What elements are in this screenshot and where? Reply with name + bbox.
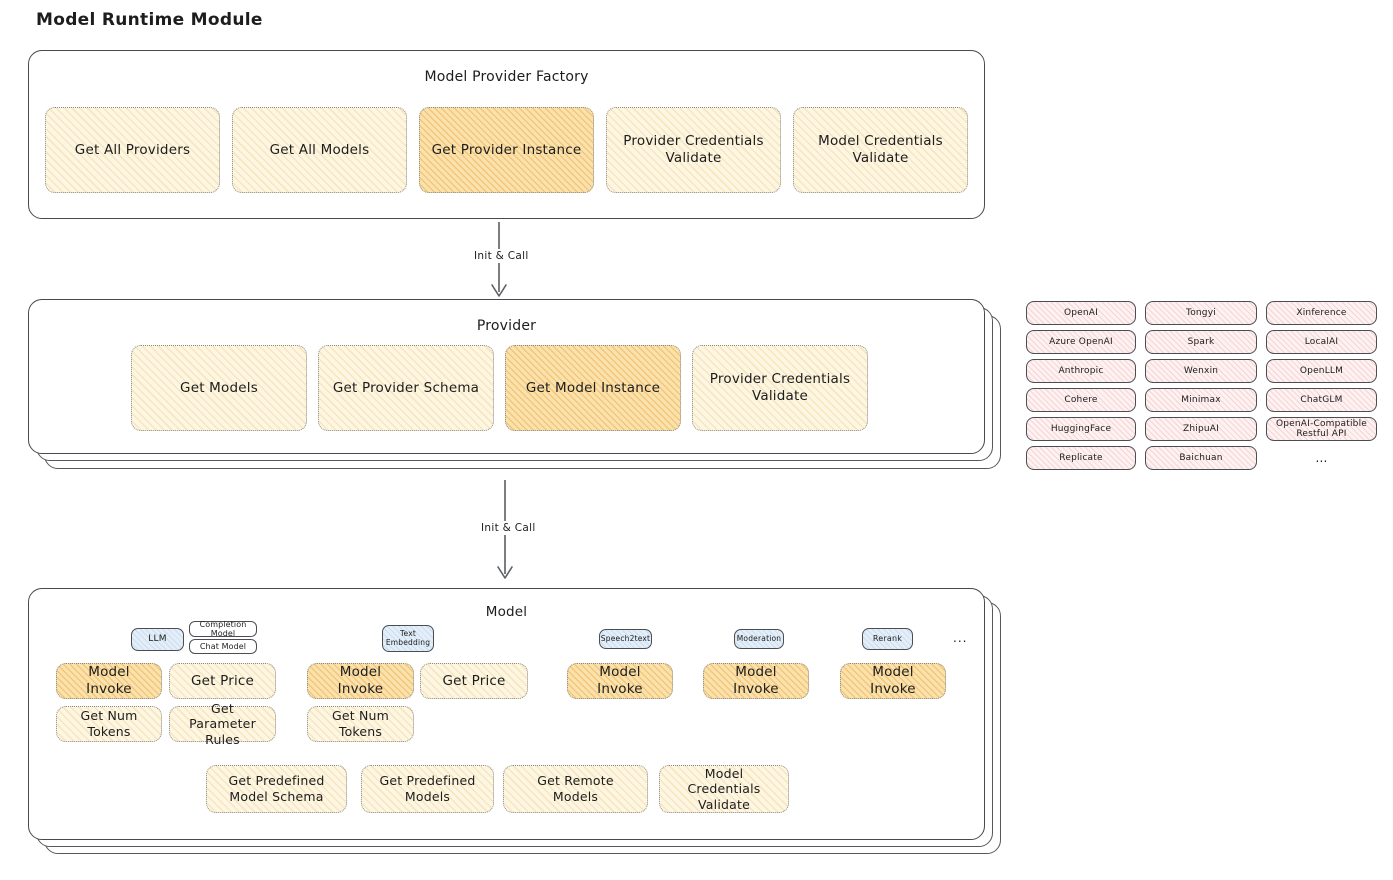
provider-chip-wenxin: Wenxin	[1145, 359, 1257, 383]
badge-completion-model: Completion Model	[189, 620, 257, 638]
badge-rerank: Rerank	[862, 628, 913, 650]
provider-chip-openai: OpenAI	[1026, 301, 1136, 325]
badge-text-embedding: Text Embedding	[382, 625, 434, 652]
node-get-all-models: Get All Models	[232, 107, 407, 193]
node-provider-credentials-validate-factory: Provider Credentials Validate	[606, 107, 781, 193]
model-badges-ellipsis: ...	[953, 631, 968, 645]
node-get-all-providers: Get All Providers	[45, 107, 220, 193]
provider-title: Provider	[476, 318, 537, 334]
provider-box: Provider Get Models Get Provider Schema …	[28, 299, 985, 454]
node-model-invoke-speech2text: Model Invoke	[567, 663, 673, 699]
provider-chip-cohere: Cohere	[1026, 388, 1136, 412]
provider-chip-azure-openai: Azure OpenAI	[1026, 330, 1136, 354]
provider-chip-baichuan: Baichuan	[1145, 446, 1257, 470]
node-get-provider-schema: Get Provider Schema	[318, 345, 494, 431]
provider-chip-anthropic: Anthropic	[1026, 359, 1136, 383]
node-provider-credentials-validate: Provider Credentials Validate	[692, 345, 868, 431]
provider-chips-ellipsis: ...	[1315, 451, 1328, 465]
provider-chip-minimax: Minimax	[1145, 388, 1257, 412]
provider-items-row: Get Models Get Provider Schema Get Model…	[131, 345, 868, 431]
node-model-credentials-validate-factory: Model Credentials Validate	[793, 107, 968, 193]
provider-chip-zhipuai: ZhipuAI	[1145, 417, 1257, 441]
node-get-num-tokens-llm: Get Num Tokens	[56, 706, 162, 742]
badge-chat-model: Chat Model	[189, 639, 257, 654]
provider-chip-chatglm: ChatGLM	[1266, 388, 1377, 412]
provider-chip-openllm: OpenLLM	[1266, 359, 1377, 383]
node-model-invoke-llm: Model Invoke	[56, 663, 162, 699]
badge-speech2text: Speech2text	[599, 629, 652, 649]
provider-chip-xinference: Xinference	[1266, 301, 1377, 325]
provider-chip-huggingface: HuggingFace	[1026, 417, 1136, 441]
node-get-predefined-model-schema: Get Predefined Model Schema	[206, 765, 347, 813]
node-model-invoke-rerank: Model Invoke	[840, 663, 946, 699]
factory-title: Model Provider Factory	[424, 69, 589, 85]
provider-chips-grid: OpenAI Tongyi Xinference Azure OpenAI Sp…	[1026, 301, 1377, 470]
node-get-num-tokens-embedding: Get Num Tokens	[307, 706, 414, 742]
node-get-price-llm: Get Price	[169, 663, 276, 699]
node-get-remote-models: Get Remote Models	[503, 765, 648, 813]
node-get-parameter-rules: Get Parameter Rules	[169, 701, 276, 747]
node-get-price-embedding: Get Price	[420, 663, 528, 699]
model-box: Model LLM Completion Model Chat Model Te…	[28, 588, 985, 840]
init-call-label-1: Init & Call	[470, 249, 533, 263]
node-model-invoke-moderation: Model Invoke	[703, 663, 809, 699]
page-title: Model Runtime Module	[36, 10, 263, 30]
node-model-invoke-embedding: Model Invoke	[307, 663, 414, 699]
provider-chip-tongyi: Tongyi	[1145, 301, 1257, 325]
node-get-models: Get Models	[131, 345, 307, 431]
provider-chip-spark: Spark	[1145, 330, 1257, 354]
badge-moderation: Moderation	[734, 629, 784, 649]
provider-chip-replicate: Replicate	[1026, 446, 1136, 470]
factory-box: Model Provider Factory Get All Providers…	[28, 50, 985, 219]
provider-chip-openai-compatible: OpenAI-Compatible Restful API	[1266, 417, 1377, 441]
node-get-provider-instance: Get Provider Instance	[419, 107, 594, 193]
provider-chip-localai: LocalAI	[1266, 330, 1377, 354]
badge-llm: LLM	[131, 628, 184, 651]
factory-items-row: Get All Providers Get All Models Get Pro…	[45, 107, 968, 193]
node-model-credentials-validate: Model Credentials Validate	[659, 765, 789, 813]
init-call-label-2: Init & Call	[477, 521, 540, 535]
model-title: Model	[485, 604, 528, 620]
node-get-model-instance: Get Model Instance	[505, 345, 681, 431]
node-get-predefined-models: Get Predefined Models	[361, 765, 494, 813]
